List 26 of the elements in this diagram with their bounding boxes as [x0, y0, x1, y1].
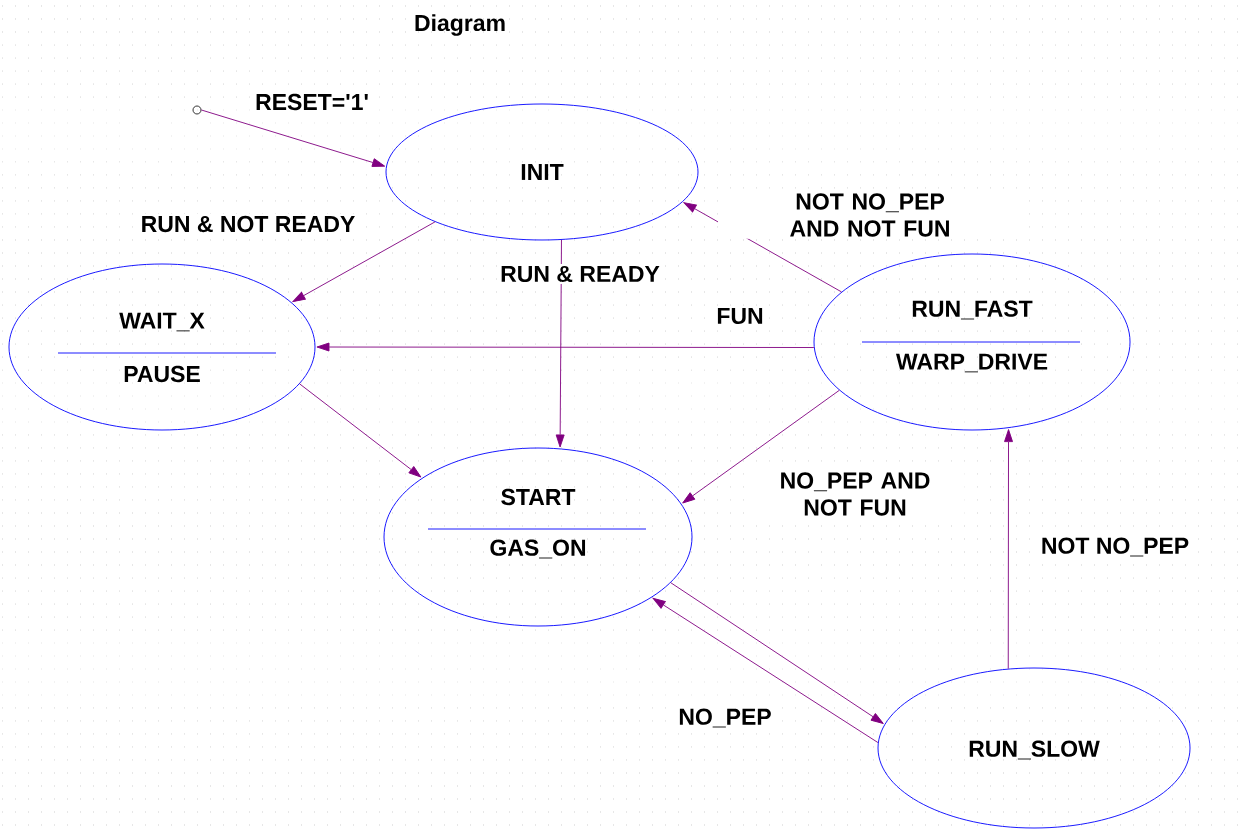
arrow — [652, 597, 879, 743]
arrow — [682, 389, 840, 504]
edge-label: RUN & READY — [498, 263, 662, 285]
arrow — [292, 221, 436, 303]
edge-label: NO_PEP AND NOT FUN — [745, 470, 965, 518]
action-label: PAUSE — [124, 365, 200, 383]
state-name: RUN_SLOW — [969, 740, 1100, 760]
state-name: RUN_FAST — [912, 300, 1033, 320]
arrow — [670, 582, 884, 724]
edge-label: NO_PEP — [676, 706, 774, 730]
arrow — [1004, 429, 1013, 670]
arrow — [316, 342, 815, 352]
edge-label: NOT NO_PEP — [1038, 535, 1192, 559]
title: Diagram — [415, 14, 505, 36]
edge-label: RESET='1' — [253, 91, 371, 113]
arrow — [683, 202, 842, 293]
action-label: WARP_DRIVE — [896, 353, 1048, 373]
state-name: WAIT_X — [119, 312, 205, 332]
state-name: INIT — [521, 164, 564, 180]
edge-label: FUN — [714, 306, 766, 327]
arrow — [200, 109, 386, 167]
state-name: START — [501, 488, 576, 506]
arrow — [555, 239, 565, 448]
action-label: GAS_ON — [490, 539, 586, 559]
edge-label: NOT NO_PEP AND NOT FUN — [718, 191, 1022, 239]
arrow — [299, 383, 422, 478]
